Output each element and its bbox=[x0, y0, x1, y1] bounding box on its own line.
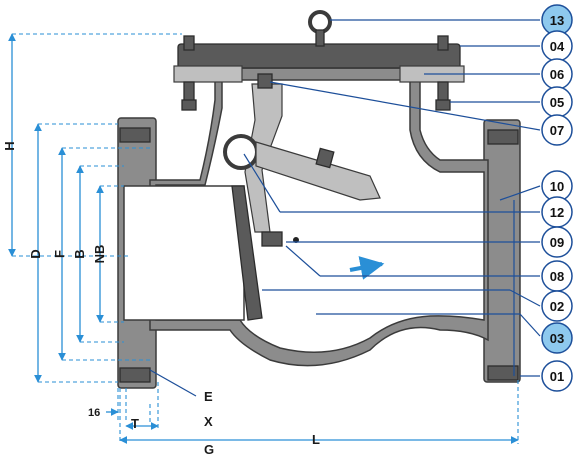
callout-leaders bbox=[243, 19, 541, 377]
callout-08-label: 08 bbox=[550, 269, 564, 284]
flow-arrow bbox=[349, 256, 385, 280]
callout-04-label: 04 bbox=[550, 39, 565, 54]
dim-label-16: 16 bbox=[88, 407, 100, 419]
callout-04: 04 bbox=[541, 30, 573, 62]
callout-07: 07 bbox=[541, 114, 573, 146]
callout-06-label: 06 bbox=[550, 67, 564, 82]
callout-08: 08 bbox=[541, 260, 573, 292]
dim-label-T: T bbox=[131, 416, 139, 431]
callout-02: 02 bbox=[541, 290, 573, 322]
callout-09-label: 09 bbox=[550, 235, 564, 250]
callout-03: 03 bbox=[541, 322, 573, 354]
callout-01-label: 01 bbox=[550, 369, 564, 384]
dim-label-NB: NB bbox=[92, 245, 107, 264]
dim-label-H: H bbox=[2, 141, 17, 150]
callout-03-label: 03 bbox=[550, 331, 564, 346]
dim-label-E: E bbox=[204, 389, 213, 404]
dim-label-X: X bbox=[204, 414, 213, 429]
dim-label-L: L bbox=[312, 432, 320, 447]
dim-label-B: B bbox=[72, 249, 87, 258]
dim-label-D: D bbox=[28, 249, 43, 258]
dimension-lines bbox=[8, 33, 519, 444]
callout-10-label: 10 bbox=[550, 179, 564, 194]
callout-12-label: 12 bbox=[550, 205, 564, 220]
dim-label-F: F bbox=[52, 250, 67, 258]
callout-06: 06 bbox=[541, 58, 573, 90]
callout-02-label: 02 bbox=[550, 299, 564, 314]
callout-01: 01 bbox=[541, 360, 573, 392]
callout-12: 12 bbox=[541, 196, 573, 228]
callout-05-label: 05 bbox=[550, 95, 564, 110]
dim-label-G: G bbox=[204, 442, 214, 456]
valve-body bbox=[117, 10, 521, 389]
callout-13-label: 13 bbox=[550, 13, 564, 28]
callout-09: 09 bbox=[541, 226, 573, 258]
callout-07-label: 07 bbox=[550, 123, 564, 138]
callout-05: 05 bbox=[541, 86, 573, 118]
